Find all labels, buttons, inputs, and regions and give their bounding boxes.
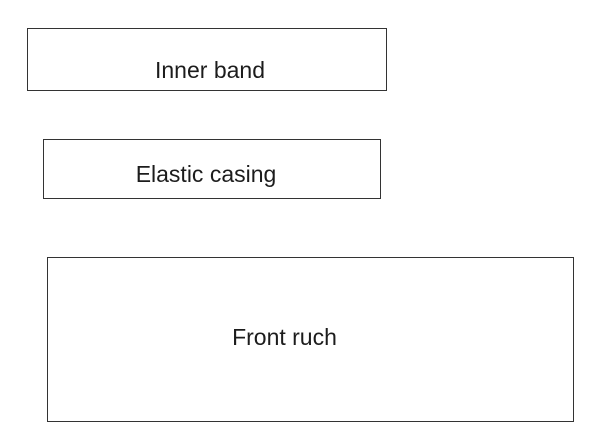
shape-label-front-ruch: Front ruch xyxy=(232,323,337,350)
shape-label-inner-band: Inner band xyxy=(155,56,265,83)
shape-label-elastic-casing: Elastic casing xyxy=(135,161,277,187)
shape-inner-band: Inner band xyxy=(27,28,387,91)
shape-front-ruch: Front ruch xyxy=(47,257,574,422)
shape-elastic-casing: Elastic casing xyxy=(43,139,381,199)
